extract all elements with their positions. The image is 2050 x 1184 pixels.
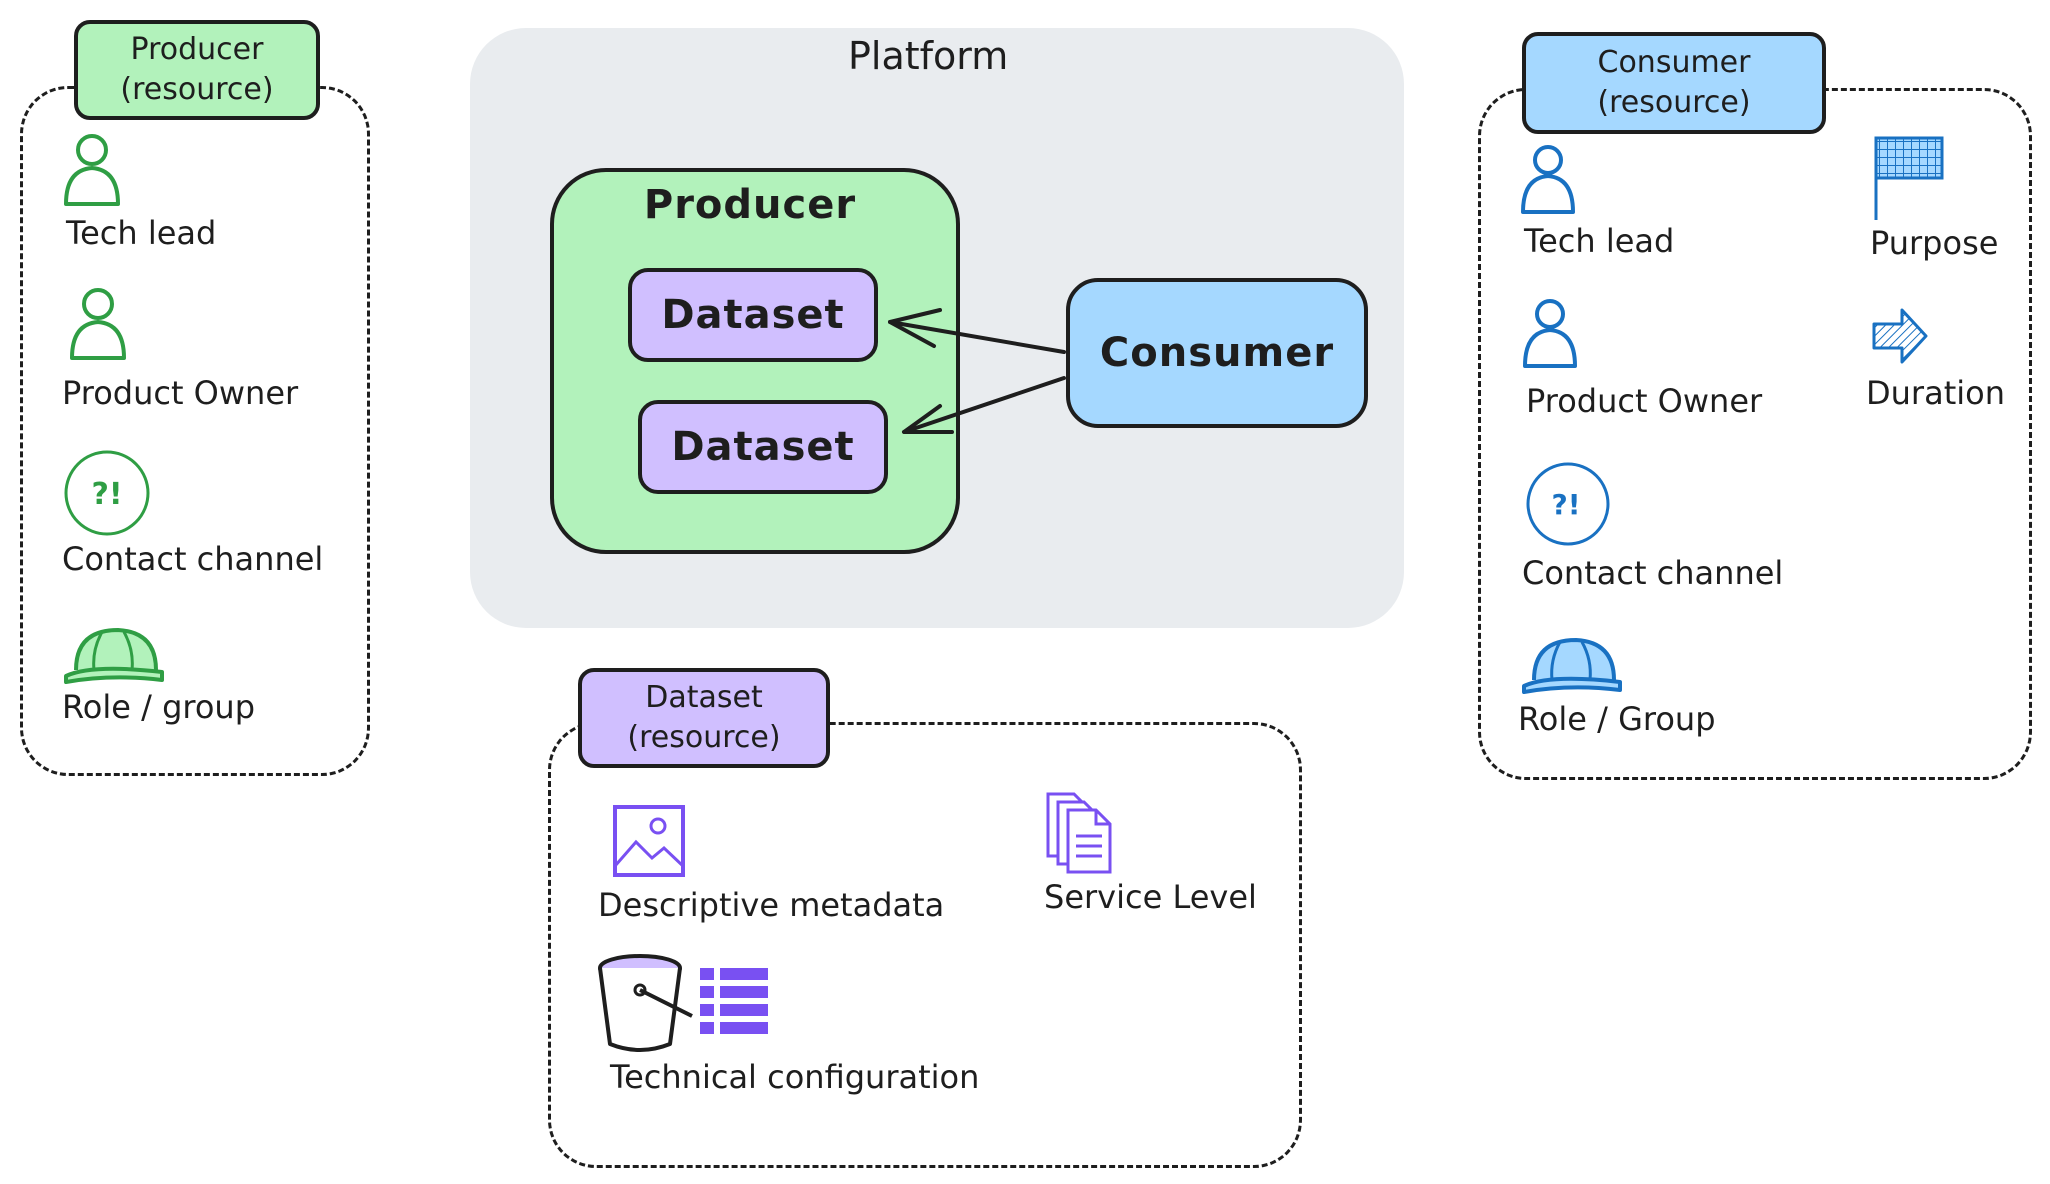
producer-box-label: Producer (643, 182, 857, 228)
contact-icon: ?! (1526, 462, 1610, 546)
list-icon (700, 968, 768, 1034)
person-icon (1521, 145, 1575, 214)
duration-label: Duration (1866, 374, 2005, 412)
consumer-resource-title-line2: (resource) (1597, 85, 1751, 120)
arrow-consumer-to-dataset-1 (888, 320, 1066, 354)
producer-product-owner-label: Product Owner (62, 374, 299, 412)
arrow-consumer-to-dataset-2-head (902, 404, 954, 434)
dataset-resource-title-line1: Dataset (645, 680, 763, 715)
arrow-consumer-to-dataset-2 (902, 376, 1066, 434)
flag-icon (1874, 136, 1944, 220)
person-icon (64, 134, 120, 206)
producer-resource-title-line2: (resource) (120, 72, 274, 107)
producer-contact-channel-label: Contact channel (62, 540, 324, 578)
helmet-icon (1522, 637, 1622, 694)
dataset-resource-title-line2: (resource) (627, 720, 781, 755)
arrow-right-icon (1872, 308, 1928, 364)
dataset-resource-panel (548, 722, 1302, 1168)
technical-configuration-label: Technical configuration (610, 1058, 980, 1096)
descriptive-metadata-label: Descriptive metadata (598, 886, 945, 924)
consumer-resource-title-line1: Consumer (1597, 45, 1751, 80)
producer-contact-icon-text: ?! (91, 477, 122, 512)
consumer-box[interactable]: Consumer (1066, 278, 1368, 428)
producer-role-group-label: Role / group (62, 688, 256, 726)
dataset-box-1-label: Dataset (661, 292, 845, 338)
image-icon (613, 805, 685, 877)
arrow-consumer-to-dataset-1-head (888, 308, 942, 348)
producer-resource-tag[interactable]: Producer (resource) (74, 20, 320, 120)
dataset-box-2[interactable]: Dataset (638, 400, 888, 494)
purpose-label: Purpose (1870, 224, 1999, 262)
dataset-box-1[interactable]: Dataset (628, 268, 878, 362)
bucket-icon (598, 954, 693, 1052)
consumer-contact-icon-text: ?! (1551, 488, 1580, 521)
dataset-resource-tag[interactable]: Dataset (resource) (578, 668, 830, 768)
producer-tech-lead-label: Tech lead (66, 214, 217, 252)
person-icon (70, 288, 126, 360)
consumer-resource-tag[interactable]: Consumer (resource) (1522, 32, 1826, 134)
consumer-box-label: Consumer (1099, 330, 1335, 376)
dataset-box-2-label: Dataset (671, 424, 855, 470)
consumer-product-owner-label: Product Owner (1526, 382, 1763, 420)
person-icon (1523, 299, 1577, 368)
platform-title: Platform (848, 34, 1009, 78)
consumer-tech-lead-label: Tech lead (1524, 222, 1675, 260)
document-icon (1046, 792, 1112, 874)
producer-resource-title-line1: Producer (130, 32, 264, 67)
helmet-icon (64, 627, 164, 684)
contact-icon: ?! (64, 450, 150, 536)
service-level-label: Service Level (1044, 878, 1257, 916)
consumer-contact-channel-label: Contact channel (1522, 554, 1784, 592)
consumer-role-group-label: Role / Group (1518, 700, 1716, 738)
